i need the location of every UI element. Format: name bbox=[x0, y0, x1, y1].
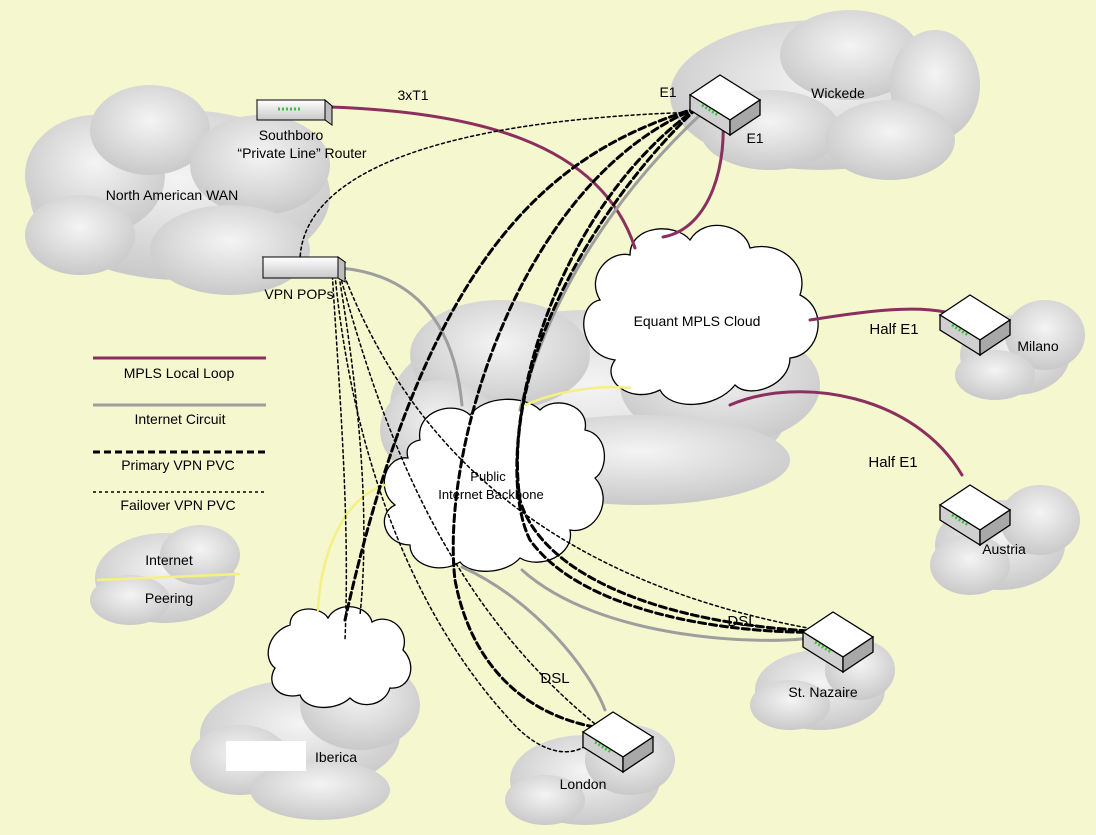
southboro-router-icon[interactable] bbox=[255, 98, 334, 126]
half-e1-milano-label: Half E1 bbox=[869, 321, 918, 338]
st-nazaire-label: St. Nazaire bbox=[788, 684, 857, 700]
failover-vpn-iberica-b bbox=[337, 269, 365, 616]
iberica-label: Iberica bbox=[315, 749, 357, 765]
legend-mpls-label: MPLS Local Loop bbox=[124, 365, 235, 381]
mpls-link-austria bbox=[728, 390, 964, 477]
austria-router-icon[interactable] bbox=[938, 484, 1012, 547]
equant-mpls-cloud bbox=[583, 224, 819, 406]
dsl-nazaire-label: DSL bbox=[727, 613, 756, 630]
internet-link-wickede bbox=[518, 113, 702, 412]
redacted-label-box bbox=[226, 741, 306, 771]
internet-link-st-nazaire bbox=[520, 568, 812, 642]
half-e1-austria-label: Half E1 bbox=[868, 454, 917, 471]
milano-router-icon[interactable] bbox=[938, 294, 1012, 357]
st-nazaire-router-icon[interactable] bbox=[801, 611, 875, 674]
southboro-sub-label: “Private Line” Router bbox=[237, 145, 367, 161]
primary-vpn-iberica bbox=[343, 106, 699, 622]
dsl-london-label: DSL bbox=[540, 670, 569, 687]
wickede-router-icon[interactable] bbox=[688, 74, 762, 137]
milano-label: Milano bbox=[1017, 338, 1058, 354]
legend-internet-circuit-label: Internet Circuit bbox=[134, 411, 225, 427]
north-american-wan-label: North American WAN bbox=[106, 187, 239, 203]
failover-vpn-iberica bbox=[331, 269, 348, 641]
legend-peering-label: Peering bbox=[145, 590, 193, 606]
internet-link-vpn-pops bbox=[338, 266, 464, 407]
three-t1-label: 3xT1 bbox=[397, 87, 428, 103]
e1-right-label: E1 bbox=[746, 130, 763, 146]
failover-vpn-london-a bbox=[339, 274, 601, 729]
legend-peering-swatch bbox=[96, 572, 241, 582]
vpn-pops-router-icon[interactable] bbox=[261, 256, 347, 283]
london-cloud bbox=[505, 725, 675, 825]
legend-primary-vpn-label: Primary VPN PVC bbox=[121, 457, 235, 473]
equant-label: Equant MPLS Cloud bbox=[634, 313, 761, 329]
internet-link-london bbox=[460, 565, 607, 712]
wickede-label: Wickede bbox=[811, 85, 865, 101]
public-label: Public bbox=[470, 469, 506, 484]
mpls-link-milano bbox=[808, 307, 947, 322]
london-label: London bbox=[560, 776, 607, 792]
wickede-cloud bbox=[670, 10, 980, 180]
north-american-wan-cloud bbox=[25, 85, 330, 295]
london-router-icon[interactable] bbox=[581, 711, 655, 774]
failover-vpn-london-b bbox=[334, 274, 601, 753]
austria-label: Austria bbox=[982, 541, 1026, 557]
internet-backbone-label: Internet Backbone bbox=[438, 487, 544, 502]
legend-failover-vpn-label: Failover VPN PVC bbox=[120, 497, 235, 513]
primary-vpn-nazaire-a bbox=[515, 106, 832, 634]
peering-link-equant bbox=[523, 385, 632, 407]
legend: MPLS Local Loop Internet Circuit Primary… bbox=[93, 356, 266, 606]
legend-internet-label: Internet bbox=[145, 552, 193, 568]
primary-vpn-nazaire-b bbox=[515, 106, 832, 634]
e1-top-label: E1 bbox=[659, 84, 676, 100]
primary-vpn-london bbox=[451, 106, 699, 730]
failover-vpn-southboro bbox=[299, 111, 701, 263]
peering-link-iberica bbox=[316, 483, 387, 612]
iberica-internet-cloud bbox=[267, 606, 412, 709]
southboro-label: Southboro bbox=[259, 127, 324, 143]
vpn-pops-label: VPN POPs bbox=[264, 286, 333, 302]
failover-vpn-nazaire bbox=[341, 269, 831, 633]
